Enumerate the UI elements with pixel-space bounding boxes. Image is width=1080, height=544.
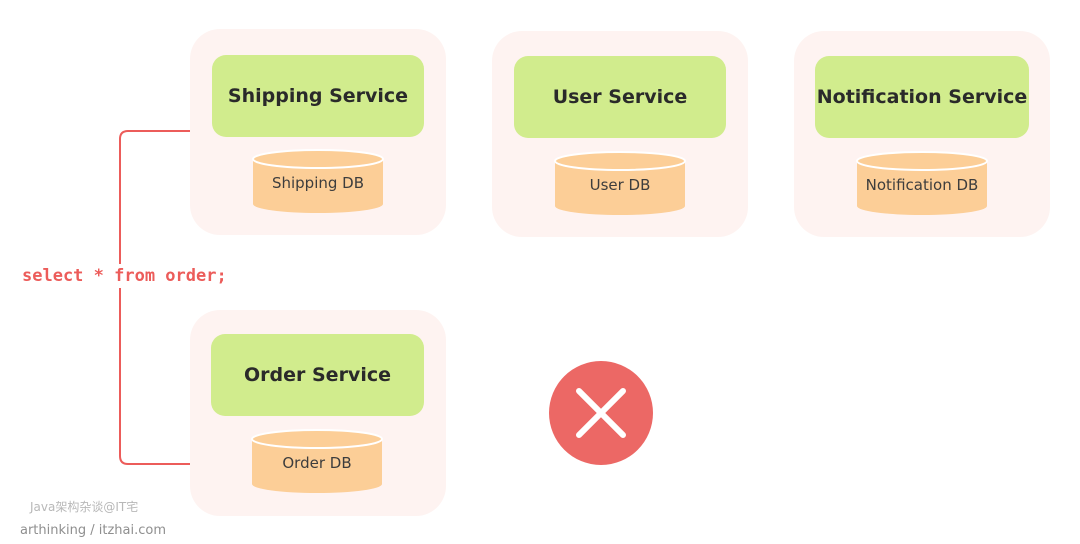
db-name: Shipping DB — [271, 174, 365, 192]
order-service-box[interactable]: Order Service — [211, 334, 424, 416]
database-icon — [856, 151, 988, 215]
database-icon — [251, 429, 383, 493]
order-db-cylinder[interactable]: Order DB — [251, 429, 383, 493]
database-icon — [554, 151, 686, 215]
db-name: Order DB — [282, 454, 352, 472]
watermark-line1: Java架构杂谈@IT宅 — [30, 500, 139, 514]
denied-x-icon — [549, 361, 653, 465]
sql-query-label: select * from order; — [22, 264, 227, 288]
notification-service-box[interactable]: Notification Service — [815, 56, 1029, 138]
user-service-group: User Service User DB — [492, 31, 748, 237]
db-name: User DB — [589, 176, 651, 194]
db-name: Notification DB — [865, 176, 979, 194]
user-service-box[interactable]: User Service — [514, 56, 726, 138]
service-name: Shipping Service — [227, 85, 409, 107]
notification-db-cylinder[interactable]: Notification DB — [856, 151, 988, 215]
database-icon — [252, 149, 384, 213]
service-name: Notification Service — [816, 86, 1028, 108]
watermark-line2: arthinking / itzhai.com — [20, 523, 167, 538]
service-name: Order Service — [244, 364, 391, 386]
shipping-service-box[interactable]: Shipping Service — [212, 55, 424, 137]
user-db-cylinder[interactable]: User DB — [554, 151, 686, 215]
shipping-service-group: Shipping Service Shipping DB — [190, 29, 446, 235]
notification-service-group: Notification Service Notification DB — [794, 31, 1050, 237]
shipping-db-cylinder[interactable]: Shipping DB — [252, 149, 384, 213]
service-name: User Service — [552, 86, 688, 108]
order-service-group: Order Service Order DB — [190, 310, 446, 516]
query-arrow — [119, 130, 250, 469]
